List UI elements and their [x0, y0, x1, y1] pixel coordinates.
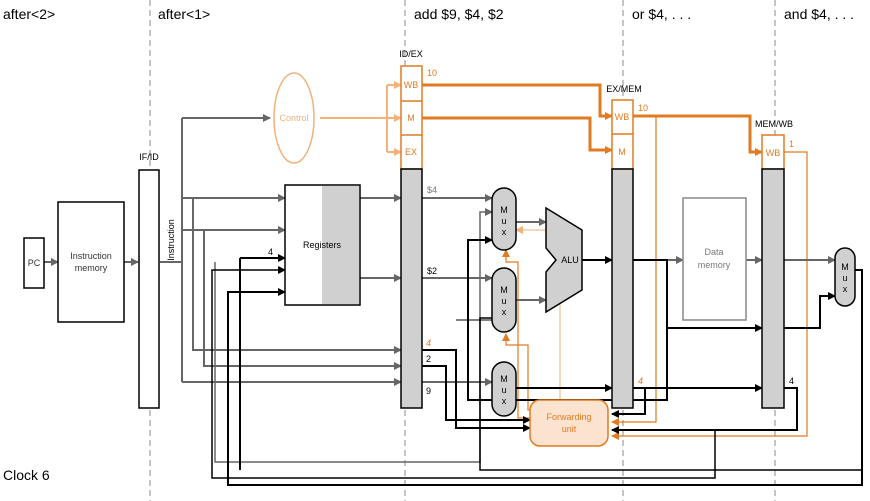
mux-b-u: u — [501, 296, 506, 306]
stage-title-add: add $9, $4, $2 — [414, 6, 504, 22]
reg-rt-value: $2 — [427, 266, 437, 276]
memwb-wb-field: WB — [766, 148, 781, 158]
control-unit — [273, 72, 315, 164]
memwb-rd-value: 4 — [789, 376, 794, 386]
idex-rs-value: 4 — [426, 338, 431, 348]
idex-register — [400, 168, 423, 409]
mux-c-x: x — [502, 396, 507, 406]
instruction-memory — [57, 201, 125, 323]
memwb-wb-value: 1 — [789, 139, 794, 149]
dmem-label-line2: memory — [698, 260, 731, 270]
ifid-register — [138, 169, 160, 409]
fwd-label-line1: Forwarding — [546, 412, 591, 422]
black-wires — [211, 236, 863, 486]
exmem-wb-field: WB — [615, 112, 630, 122]
registers-label: Registers — [303, 240, 342, 250]
idex-wb-field: WB — [404, 80, 419, 90]
exmem-label: EX/MEM — [606, 84, 642, 94]
idex-wb-value: 10 — [427, 68, 437, 78]
mux-d-m: M — [841, 262, 849, 272]
mux-b-x: x — [502, 307, 507, 317]
exmem-rd-value: 4 — [638, 376, 643, 386]
mux-c-u: u — [501, 385, 506, 395]
instruction-bus-label: Instruction — [166, 219, 176, 261]
reg-dest-mux — [491, 361, 517, 417]
idex-ex-field: EX — [405, 147, 417, 157]
pc-label: PC — [28, 258, 41, 268]
mux-d-x: x — [843, 284, 848, 294]
stage-title-after-2: after<2> — [3, 6, 55, 22]
pc-register — [23, 237, 45, 289]
alu-label: ALU — [561, 255, 579, 265]
memwb-label: MEM/WB — [755, 119, 793, 129]
mux-c-m: M — [500, 374, 508, 384]
mux-a-u: u — [501, 216, 506, 226]
stage-title-after-1: after<1> — [158, 6, 210, 22]
exmem-wb-value: 10 — [638, 103, 648, 113]
forwarding-unit — [529, 399, 609, 447]
idex-label: ID/EX — [399, 49, 423, 59]
imem-label-line2: memory — [75, 263, 108, 273]
exmem-register — [611, 168, 634, 409]
idex-rd-value: 9 — [426, 386, 431, 396]
exmem-m-field: M — [618, 147, 626, 157]
ifid-label: IF/ID — [139, 152, 159, 162]
data-memory — [682, 197, 747, 321]
imem-label-line1: Instruction — [70, 251, 112, 261]
reg-rs-value: $4 — [427, 185, 437, 195]
stage-title-or: or $4, . . . — [632, 6, 691, 22]
register-file-shade — [322, 186, 359, 304]
mux-d-u: u — [842, 273, 847, 283]
fwd-label-line2: unit — [562, 424, 577, 434]
memwb-register — [761, 168, 785, 409]
write-reg-number: 4 — [268, 247, 273, 257]
idex-m-field: M — [407, 113, 415, 123]
alu-input-b-mux — [491, 267, 517, 333]
alu-input-a-mux — [491, 187, 517, 251]
mux-a-m: M — [500, 205, 508, 215]
idex-rt-value: 2 — [426, 354, 431, 364]
alu — [545, 206, 583, 314]
mux-a-x: x — [502, 227, 507, 237]
mux-b-m: M — [500, 285, 508, 295]
dmem-label-line1: Data — [704, 247, 723, 257]
clock-label: Clock 6 — [3, 467, 50, 483]
writeback-mux — [834, 247, 856, 307]
stage-title-and: and $4, . . . — [784, 6, 854, 22]
control-label: Control — [279, 113, 308, 123]
stage-separators — [149, 0, 776, 501]
